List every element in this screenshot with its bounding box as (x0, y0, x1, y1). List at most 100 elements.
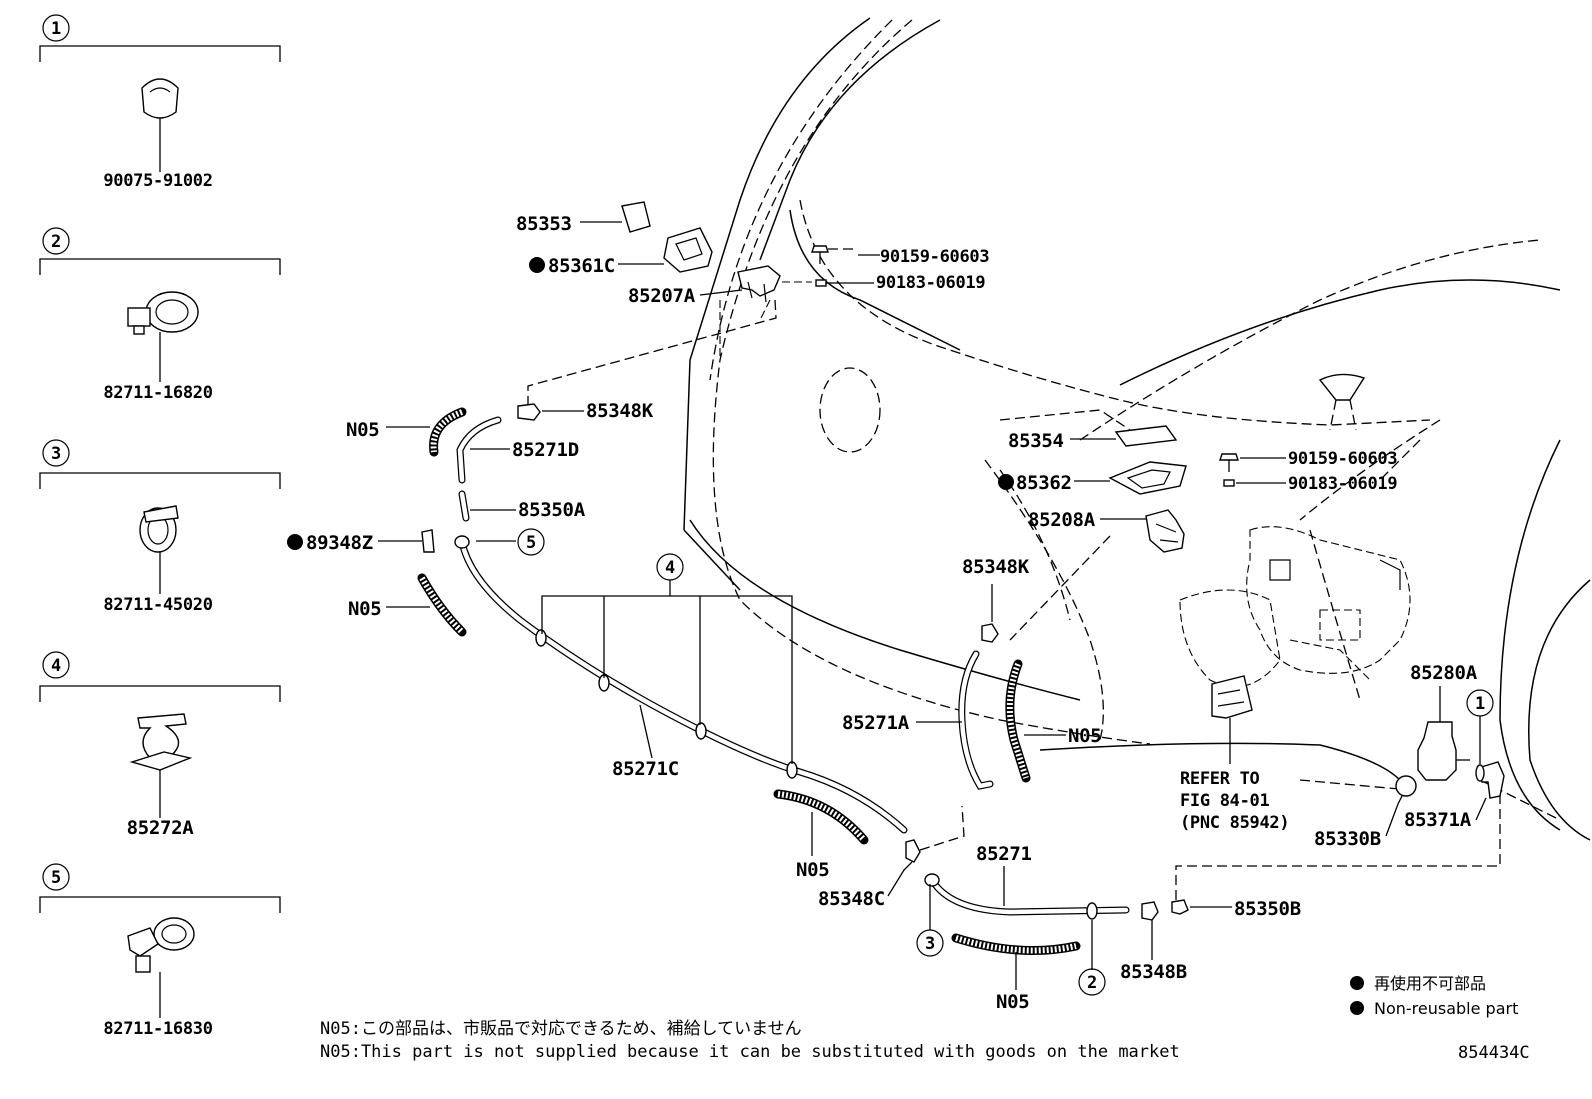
circle-ref-1: 1 (1475, 694, 1485, 714)
grommet-85330B (1385, 775, 1417, 837)
nozzle-85208A (1009, 509, 1185, 641)
label-85371A: 85371A (1404, 809, 1472, 831)
label-85271D: 85271D (512, 439, 579, 461)
clip-90075-icon (141, 78, 179, 172)
inset-2-number: 2 (51, 232, 61, 252)
inset-panel-2: 2 82711-16820 (39, 227, 281, 403)
check-valve-85348C (887, 805, 965, 897)
label-90159-60603-right: 90159-60603 (1288, 449, 1397, 469)
hose-85271D (456, 416, 510, 484)
label-90183-06019-top: 90183-06019 (876, 273, 985, 293)
connector-85350B (1171, 790, 1501, 915)
label-n05-4: N05 (996, 991, 1029, 1013)
legend-jp: 再使用不可部品 (1374, 974, 1486, 993)
clip-85272A-icon (129, 713, 193, 818)
non-reusable-dot-85362 (998, 474, 1014, 490)
inset-panel-1: 1 90075-91002 (39, 14, 281, 191)
figure-code: 854434C (1458, 1043, 1530, 1063)
hose-85271C (454, 535, 908, 834)
label-85362: 85362 (1016, 472, 1072, 494)
label-85271: 85271 (976, 843, 1032, 865)
inset-panel-4: 4 85272A (39, 651, 281, 839)
bracket-89348Z (378, 529, 435, 553)
refer-line-1: REFER TO (1180, 769, 1260, 789)
nozzle-cover-85354 (1070, 425, 1178, 447)
label-85354: 85354 (1008, 430, 1064, 452)
connector-85350A (458, 490, 516, 522)
label-85350B: 85350B (1234, 898, 1301, 920)
label-85361C: 85361C (548, 255, 615, 277)
circle-ref-4: 4 (665, 558, 675, 578)
non-reusable-dot-85361C (529, 257, 545, 273)
hose-85271 (924, 866, 1130, 920)
label-85348C: 85348C (818, 888, 885, 910)
nut-90183-06019-top (815, 279, 874, 287)
bolt-90159-60603-right (1219, 453, 1286, 472)
hose-85271A (916, 650, 994, 790)
corrugated-hose-n05-2 (386, 573, 467, 637)
circle-ref-3: 3 (925, 934, 935, 954)
nozzle-85207A (699, 265, 781, 303)
label-n05-3: N05 (796, 859, 829, 881)
check-valve-85348B (1141, 901, 1159, 960)
legend-dot-en (1350, 1001, 1364, 1015)
inset-3-part-number: 82711-45020 (103, 595, 212, 615)
label-85348K-mid: 85348K (962, 556, 1030, 578)
nozzle-cover-85353 (580, 201, 651, 233)
label-n05-2-text: N05 (348, 598, 381, 620)
refer-line-2: FIG 84-01 (1180, 791, 1269, 811)
legend-en: Non-reusable part (1374, 999, 1518, 1018)
nozzle-seal-85362 (1074, 461, 1187, 495)
label-90183-06019-right: 90183-06019 (1288, 474, 1397, 494)
elbow-85371A (1475, 716, 1505, 821)
inset-1-part-number: 90075-91002 (103, 171, 212, 191)
label-85348B: 85348B (1120, 961, 1187, 983)
inset-panel-3: 3 82711-45020 (39, 439, 281, 615)
clamp-82711-16830-icon (127, 917, 195, 1018)
label-85271C: 85271C (612, 758, 679, 780)
circle-ref-5: 5 (526, 533, 536, 553)
clamp-82711-16820-icon (127, 291, 199, 382)
inset-2-part-number: 82711-16820 (103, 383, 212, 403)
corrugated-hose-n05-5 (1005, 659, 1066, 783)
check-valve-85348K-mid (981, 584, 999, 643)
inset-4-part-number: 85272A (127, 817, 195, 839)
label-85207A: 85207A (628, 285, 696, 307)
vehicle-body-outline (683, 17, 1591, 841)
legend: 再使用不可部品 Non-reusable part (1350, 974, 1518, 1018)
label-85208A: 85208A (1028, 509, 1096, 531)
label-85330B: 85330B (1314, 828, 1381, 850)
corrugated-hose-n05-4 (951, 933, 1081, 990)
note-jp: N05:この部品は、市販品で対応できるため、補給していません (320, 1019, 802, 1039)
non-reusable-dot-89348Z (287, 534, 303, 550)
label-85353: 85353 (516, 213, 572, 235)
inset-1-number: 1 (51, 19, 61, 39)
corrugated-hose-n05-3 (773, 789, 869, 856)
corrugated-hose-n05-1 (386, 407, 467, 457)
bolt-90159-60603-top (811, 245, 880, 264)
nozzle-seal-85361C (618, 227, 713, 273)
label-85280A: 85280A (1410, 662, 1478, 684)
inset-5-part-number: 82711-16830 (103, 1019, 212, 1039)
inset-3-number: 3 (51, 444, 61, 464)
circle-ref-2: 2 (1087, 973, 1097, 993)
inset-4-number: 4 (51, 656, 61, 676)
inset-5-number: 5 (51, 868, 61, 888)
check-valve-85348K-top (517, 403, 584, 421)
label-85348K-top: 85348K (586, 400, 654, 422)
note-en: N05:This part is not supplied because it… (320, 1042, 1180, 1062)
nut-90183-06019-right (1223, 479, 1286, 487)
label-85350A: 85350A (518, 499, 586, 521)
label-n05-1: N05 (346, 419, 379, 441)
label-90159-60603-top: 90159-60603 (880, 247, 989, 267)
label-85271A: 85271A (842, 712, 910, 734)
refer-line-3: (PNC 85942) (1180, 813, 1289, 833)
label-n05-5: N05 (1068, 725, 1101, 747)
inset-panel-5: 5 82711-16830 (39, 863, 281, 1039)
washer-relay-connector (1211, 675, 1253, 764)
clamp-group-4-leaders (541, 580, 793, 764)
legend-dot-jp (1350, 976, 1364, 990)
washer-pump-85280A (1299, 686, 1470, 791)
label-89348Z: 89348Z (306, 532, 373, 554)
